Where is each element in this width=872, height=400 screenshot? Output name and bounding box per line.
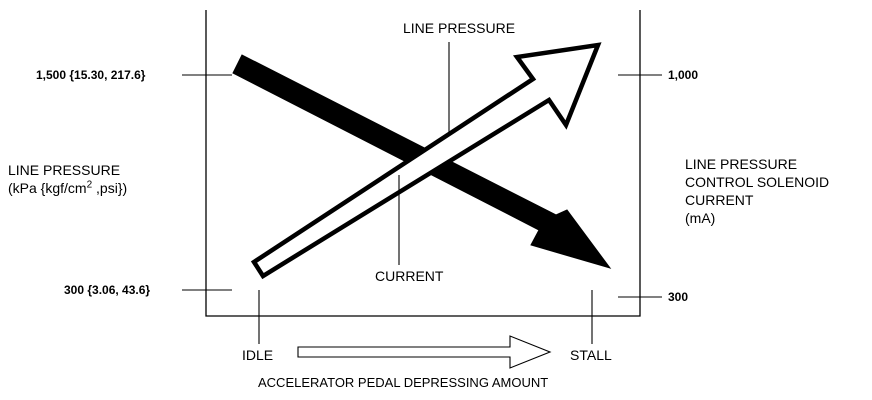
right-tick-high-label: 1,000 — [668, 68, 699, 82]
current-label: CURRENT — [375, 268, 444, 284]
stall-label: STALL — [570, 347, 612, 363]
left-axis-unit-suffix: ,psi}) — [92, 180, 128, 196]
right-axis-title-line3: CURRENT — [685, 192, 754, 208]
left-axis-unit-text: (kPa {kgf/cm — [8, 180, 87, 196]
left-tick-high-label: 1,500 {15.30, 217.6} — [36, 68, 146, 82]
line-pressure-label: LINE PRESSURE — [403, 20, 516, 36]
right-axis-title-line2: CONTROL SOLENOID — [685, 174, 830, 190]
right-axis-title-line4: (mA) — [685, 210, 716, 226]
right-axis-title-line1: LINE PRESSURE — [685, 156, 798, 172]
idle-label: IDLE — [242, 347, 274, 363]
line-pressure-arrow — [250, 42, 602, 280]
left-axis-title-line2: (kPa {kgf/cm2 ,psi}) — [8, 180, 127, 197]
x-axis-title: ACCELERATOR PEDAL DEPRESSING AMOUNT — [258, 375, 549, 390]
pedal-direction-arrow — [297, 335, 552, 369]
left-axis-unit-superscript: 2 — [86, 179, 93, 191]
chart-frame — [205, 10, 641, 317]
left-axis-title-line1: LINE PRESSURE — [8, 162, 121, 178]
right-tick-low-label: 300 — [668, 290, 689, 304]
left-tick-low-label: 300 {3.06, 43.6} — [64, 283, 151, 297]
